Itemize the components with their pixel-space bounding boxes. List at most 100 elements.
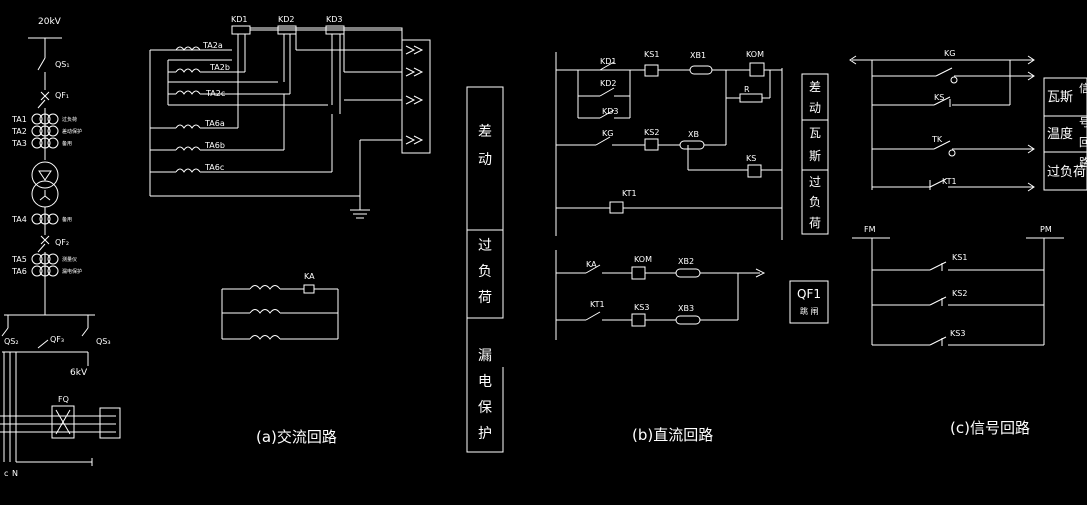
qs2-label: QS₂ (4, 337, 19, 346)
dc-kom2-label: KOM (634, 255, 652, 264)
lv-voltage-label: 6kV (70, 368, 88, 378)
fq-relay-box (51, 405, 75, 439)
qf1-box-title: QF1 (797, 287, 821, 301)
dc-kg-label: KG (602, 129, 613, 138)
kt1-coil (609, 201, 624, 214)
sig-ks2-label: KS2 (952, 289, 967, 298)
qf1-label: QF₁ (55, 91, 69, 100)
ta5-note: 测量仪 (62, 256, 77, 263)
dc-col-char-7: 荷 (809, 216, 821, 230)
col-a-char-9: 护 (478, 426, 492, 442)
sig-row2-text: 温度 (1047, 126, 1073, 142)
dc-ks3-label: KS3 (634, 303, 649, 312)
dc-kt1-label: KT1 (622, 189, 637, 198)
ta2-note: 差动保护 (62, 128, 82, 135)
sig-side-char-2: 号 (1079, 116, 1087, 129)
ta1-label: TA1 (11, 115, 27, 124)
col-a-char-5: 荷 (478, 290, 492, 306)
dc-circuit: KD1 KS1 XB1 KOM KD2 KD3 R KG KS2 XB KS (555, 50, 829, 340)
sig-tk-label: TK (931, 135, 943, 144)
hv-voltage-label: 20kV (38, 17, 62, 27)
dc-xb1-label: XB1 (690, 51, 706, 60)
ta3-note: 备用 (62, 140, 72, 147)
ct-ta2b-label: TA2b (209, 63, 230, 72)
dc-ks-label: KS (746, 154, 756, 163)
col-a-char-7: 电 (478, 374, 492, 390)
qs3-label: QS₃ (96, 337, 111, 346)
caption-dc: (b)直流回路 (632, 426, 713, 444)
dc-kt1b-label: KT1 (590, 300, 605, 309)
col-a-char-1: 差 (478, 124, 492, 140)
ct-ta6c-label: TA6c (204, 163, 224, 172)
sig-kg-label: KG (944, 49, 955, 58)
col-a-char-8: 保 (478, 400, 492, 416)
dc-xb3-label: XB3 (678, 304, 694, 313)
col-a-char-6: 漏 (478, 348, 492, 364)
xb1-plate (689, 65, 713, 75)
dc-col-char-5: 过 (809, 175, 821, 189)
ka-label: KA (304, 272, 315, 281)
ta3-label: TA3 (11, 139, 27, 148)
sig-side-char-3: 回 (1079, 136, 1087, 149)
col-a-char-3: 过 (478, 238, 492, 254)
phase-c-label: c (4, 469, 8, 478)
ta1-note: 过负荷 (62, 116, 77, 123)
ta4-note: 备用 (62, 216, 72, 223)
xb2-plate (675, 268, 701, 278)
sig-ks-label: KS (934, 93, 944, 102)
ks2-coil (644, 138, 659, 151)
single-line-diagram: 20kV QS₁ QF₁ TA1 TA2 TA3 过负荷 差动保护 备用 TA4… (0, 17, 121, 478)
sig-ks1-label: KS1 (952, 253, 967, 262)
kom-contact (631, 266, 646, 280)
sig-side-char-4: 路 (1079, 156, 1087, 169)
kd1-coil (231, 25, 251, 35)
qf3-label: QF₃ (50, 335, 64, 344)
resistor-r (739, 93, 763, 103)
dc-r-label: R (744, 85, 750, 94)
signal-circuit: KG KS TK KT1 瓦斯 温度 过负荷 信 号 回 路 FM PM (849, 49, 1087, 346)
kom-coil (749, 62, 765, 77)
kd3-label: KD3 (326, 15, 343, 24)
ct-ta6a-label: TA6a (204, 119, 225, 128)
ta4-label: TA4 (11, 215, 27, 224)
dc-kd2-label: KD2 (600, 79, 617, 88)
dc-kd1-label: KD1 (600, 57, 617, 66)
dc-ks1-label: KS1 (644, 50, 659, 59)
dc-kom-label: KOM (746, 50, 764, 59)
xb-plate (679, 140, 705, 150)
sig-fm-right-label: PM (1040, 225, 1052, 234)
dc-col-char-1: 差 (809, 80, 821, 94)
col-a-char-2: 动 (478, 152, 492, 168)
caption-ac: (a)交流回路 (256, 428, 337, 446)
qs1-label: QS₁ (55, 60, 70, 69)
dc-col-char-3: 瓦 (809, 126, 821, 140)
sig-side-char-1: 信 (1079, 82, 1087, 95)
dc-ks2-label: KS2 (644, 128, 659, 137)
ks3-coil (631, 313, 646, 327)
dc-xb-label: XB (688, 130, 699, 139)
kd2-label: KD2 (278, 15, 295, 24)
dc-kd3-label: KD3 (602, 107, 619, 116)
sig-kt1-label: KT1 (942, 177, 957, 186)
sig-row1-text: 瓦斯 (1047, 90, 1073, 105)
ka-coil (303, 284, 315, 294)
ta6-label: TA6 (11, 267, 27, 276)
ta6-note: 漏电保护 (62, 268, 82, 275)
neutral-label: N (12, 469, 18, 478)
ct-group-ta1-ta3 (31, 113, 59, 149)
xb3-plate (675, 315, 701, 325)
caption-signal: (c)信号回路 (950, 419, 1030, 437)
ct-ta2a-label: TA2a (202, 41, 223, 50)
ct-ta6b-label: TA6b (204, 141, 225, 150)
ks1-coil (644, 64, 659, 77)
ac-circuit: KD1 KD2 KD3 TA2a TA2b TA2c TA6a TA6b TA6… (149, 15, 431, 340)
sig-row3-text: 过负荷 (1047, 165, 1086, 180)
sig-ks3-label: KS3 (950, 329, 965, 338)
terminal-block (401, 39, 431, 154)
dc-col-char-2: 动 (809, 101, 821, 115)
dc-ka-label: KA (586, 260, 597, 269)
ta2-label: TA2 (11, 127, 27, 136)
kd1-label: KD1 (231, 15, 248, 24)
